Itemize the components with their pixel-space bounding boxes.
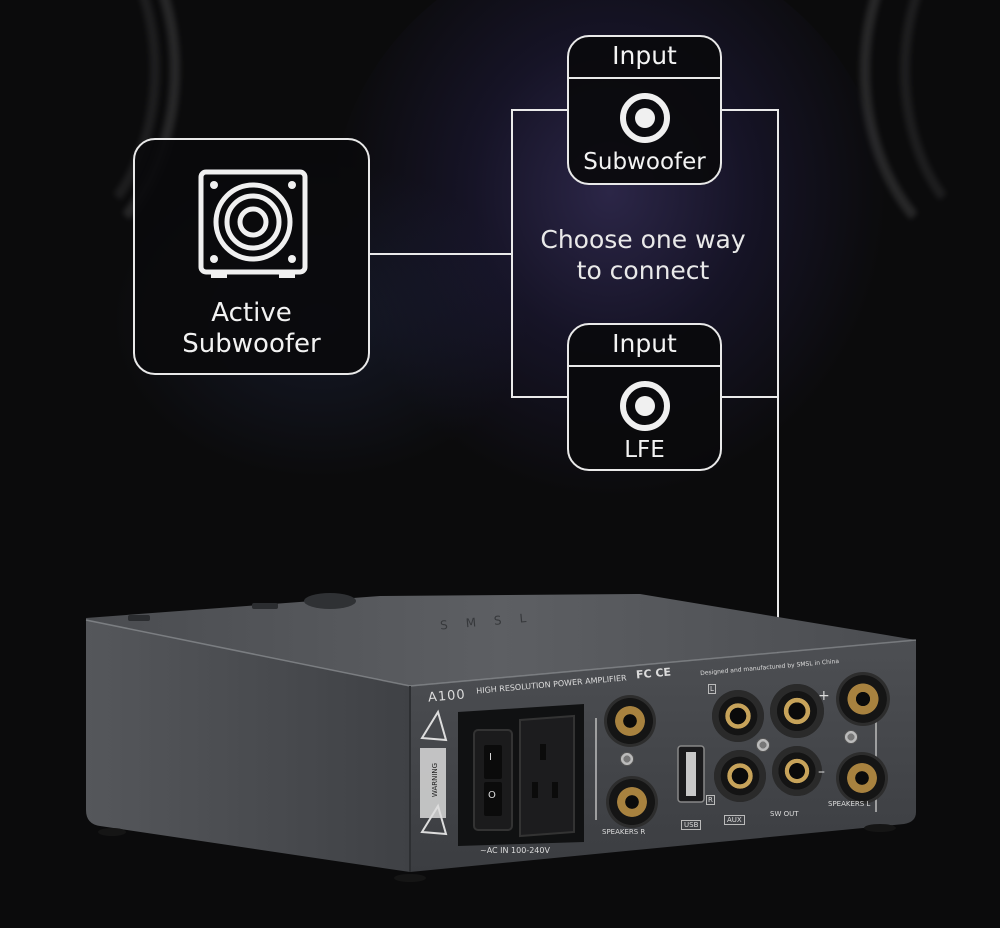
aux-label: AUX [724, 815, 745, 825]
aux-input-r [714, 750, 766, 802]
warning-label: WARNING [431, 762, 440, 798]
plus-label: + [818, 688, 830, 704]
wire-sub-to-bracket [369, 253, 512, 255]
wire-to-bottom-input [511, 396, 569, 398]
speaker-terminal-l-plus [836, 672, 890, 726]
subwoofer-label-line-1: Active [211, 298, 292, 328]
power-switch-off: O [488, 790, 496, 801]
sw-out-label: SW OUT [770, 810, 799, 818]
input-title: Input [612, 329, 677, 358]
power-input-label: ~AC IN 100-240V [480, 846, 550, 855]
speaker-terminal-r-minus [606, 776, 658, 828]
sound-wave-right-2 [900, 0, 1000, 240]
rca-jack-icon [619, 381, 670, 431]
minus-label: – [818, 764, 825, 780]
screw [756, 738, 770, 752]
hint-line-1: Choose one way [540, 225, 746, 254]
wire-to-top-input [511, 109, 569, 111]
speaker-terminal-r-plus [604, 695, 656, 747]
wire-bottom-input-out [720, 396, 779, 398]
input-subwoofer-card: Input Subwoofer [567, 35, 722, 185]
speaker-terminal-l-minus [836, 752, 888, 804]
card-divider [569, 365, 720, 367]
sw-out-jack-1 [770, 684, 824, 738]
sw-out-jack-2 [772, 746, 822, 796]
subwoofer-label-line-2: Subwoofer [182, 329, 321, 359]
wire-to-amplifier [777, 109, 779, 749]
card-divider [569, 77, 720, 79]
input-lfe-card: Input LFE [567, 323, 722, 471]
power-switch-on: I [489, 752, 492, 763]
wire-bracket-vertical [511, 109, 513, 397]
aux-l-label: L [708, 684, 716, 694]
subwoofer-icon [198, 169, 308, 278]
sound-wave-left-2 [0, 0, 160, 240]
speakers-l-label: SPEAKERS L [828, 800, 871, 808]
wire-top-input-out [720, 109, 779, 111]
active-subwoofer-card: Active Subwoofer [133, 138, 370, 375]
input-label: LFE [624, 437, 665, 463]
input-title: Input [612, 41, 677, 70]
input-label: Subwoofer [583, 149, 706, 175]
usb-label: USB [681, 820, 702, 830]
aux-input-l [712, 690, 764, 742]
rca-jack-icon [619, 93, 670, 143]
aux-r-label: R [706, 795, 715, 805]
speakers-r-label: SPEAKERS R [602, 828, 646, 836]
connection-hint: Choose one way to connect [500, 224, 786, 286]
hint-line-2: to connect [576, 256, 710, 285]
subwoofer-label: Active Subwoofer [135, 298, 368, 360]
screw [844, 730, 858, 744]
screw [620, 752, 634, 766]
